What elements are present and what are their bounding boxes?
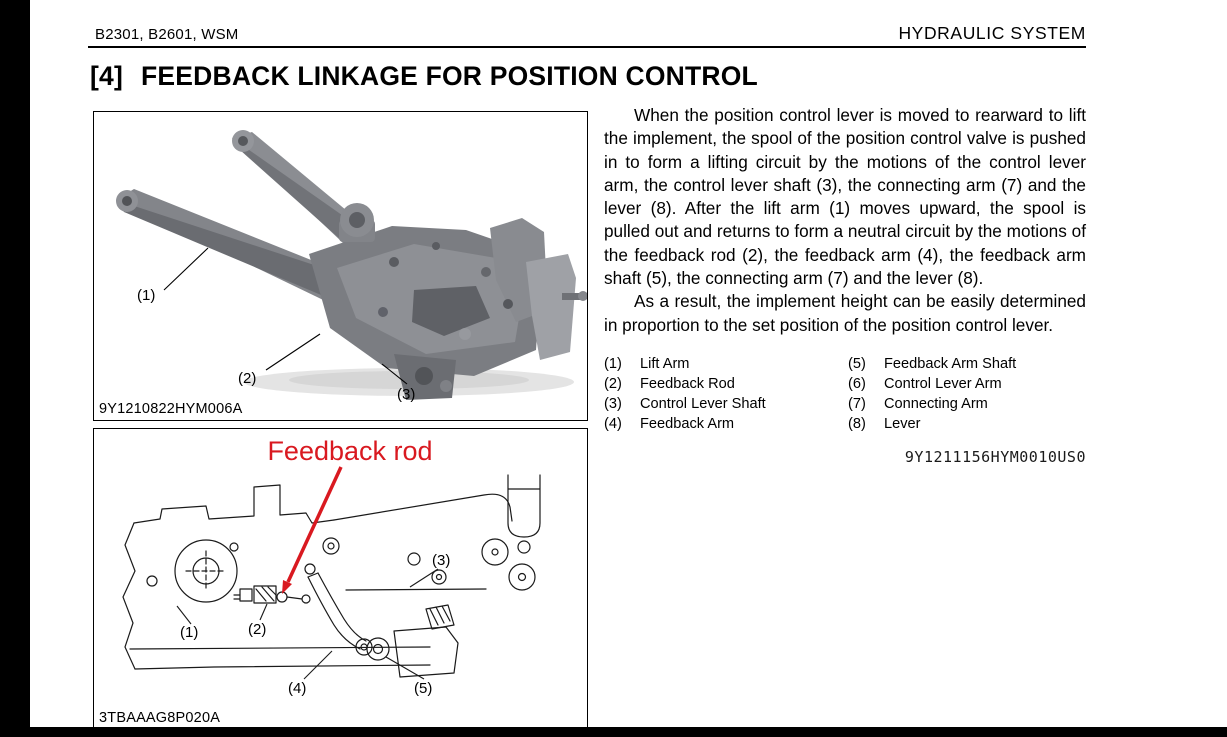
header-model-text: B2301, B2601, WSM xyxy=(95,26,239,43)
legend-label: Connecting Arm xyxy=(884,395,988,412)
legend-label: Lever xyxy=(884,415,921,432)
body-paragraph-1: When the position control lever is moved… xyxy=(604,105,1086,289)
feedback-rod-annotation: Feedback rod xyxy=(267,436,432,466)
diagram-label-3: (3) xyxy=(432,552,450,569)
page-edge-left xyxy=(0,0,30,737)
photo-leader-lines xyxy=(163,247,408,385)
linkage-diagram-art: (1) (2) (3) (4) (5) Feedback rod xyxy=(122,436,541,697)
red-arrow-head xyxy=(282,580,292,594)
header-rule xyxy=(88,46,1086,48)
legend-num: (1) xyxy=(604,355,622,372)
diagram-line-art xyxy=(122,474,541,678)
red-arrow-line xyxy=(286,466,343,583)
body-paragraph-2: As a result, the implement height can be… xyxy=(604,291,1086,335)
legend-row: (1) Lift Arm xyxy=(604,354,848,374)
legend-label: Control Lever Arm xyxy=(884,375,1002,392)
legend-num: (5) xyxy=(848,355,866,372)
page-title: [4] FEEDBACK LINKAGE FOR POSITION CONTRO… xyxy=(90,61,758,92)
legend-label: Lift Arm xyxy=(640,355,690,372)
title-text: FEEDBACK LINKAGE FOR POSITION CONTROL xyxy=(141,61,758,91)
header-section-text: HYDRAULIC SYSTEM xyxy=(898,23,1086,43)
legend-label: Control Lever Shaft xyxy=(640,395,766,412)
legend-row: (7) Connecting Arm xyxy=(848,394,1016,414)
legend-label: Feedback Rod xyxy=(640,375,735,392)
title-index: [4] xyxy=(90,61,123,91)
diagram-label-2: (2) xyxy=(248,621,266,638)
legend-row: (5) Feedback Arm Shaft xyxy=(848,354,1016,374)
photo-label-3: (3) xyxy=(397,386,415,403)
legend-num: (4) xyxy=(604,415,622,432)
legend-column-1: (1) Lift Arm (2) Feedback Rod (3) Contro… xyxy=(604,354,848,434)
figure-photo: (1) (2) (3) 9Y1210822HYM006A xyxy=(93,111,588,421)
legend-num: (7) xyxy=(848,395,866,412)
legend-label: Feedback Arm xyxy=(640,415,735,432)
legend-num: (3) xyxy=(604,395,622,412)
diagram-label-5: (5) xyxy=(414,680,432,697)
legend-num: (2) xyxy=(604,375,622,392)
legend-row: (6) Control Lever Arm xyxy=(848,374,1016,394)
legend-num: (6) xyxy=(848,375,866,392)
legend-row: (2) Feedback Rod xyxy=(604,374,848,394)
linkage-photo-art: (1) (2) (3) xyxy=(116,130,587,403)
red-annotation-group: Feedback rod xyxy=(267,436,433,594)
reference-code: 9Y1211156HYM0010US0 xyxy=(904,447,1086,466)
legend-row: (4) Feedback Arm xyxy=(604,414,848,434)
legend-label: Feedback Arm Shaft xyxy=(884,355,1017,372)
legend-column-2: (5) Feedback Arm Shaft (6) Control Lever… xyxy=(848,354,1016,434)
legend-row: (3) Control Lever Shaft xyxy=(604,394,848,414)
parts-legend: (1) Lift Arm (2) Feedback Rod (3) Contro… xyxy=(604,354,1086,434)
figure-diagram: (1) (2) (3) (4) (5) Feedback rod 3TBAAAG… xyxy=(93,428,588,730)
body-text-column: When the position control lever is moved… xyxy=(604,104,1086,466)
diagram-label-4: (4) xyxy=(288,680,306,697)
diagram-caption: 3TBAAAG8P020A xyxy=(99,710,225,726)
legend-row: (8) Lever xyxy=(848,414,1016,434)
photo-label-1: (1) xyxy=(137,287,155,304)
photo-caption: 9Y1210822HYM006A xyxy=(99,401,247,417)
diagram-leader-lines xyxy=(176,568,439,680)
page-edge-bottom xyxy=(0,727,1227,737)
photo-label-2: (2) xyxy=(238,370,256,387)
diagram-label-1: (1) xyxy=(180,624,198,641)
legend-num: (8) xyxy=(848,415,866,432)
